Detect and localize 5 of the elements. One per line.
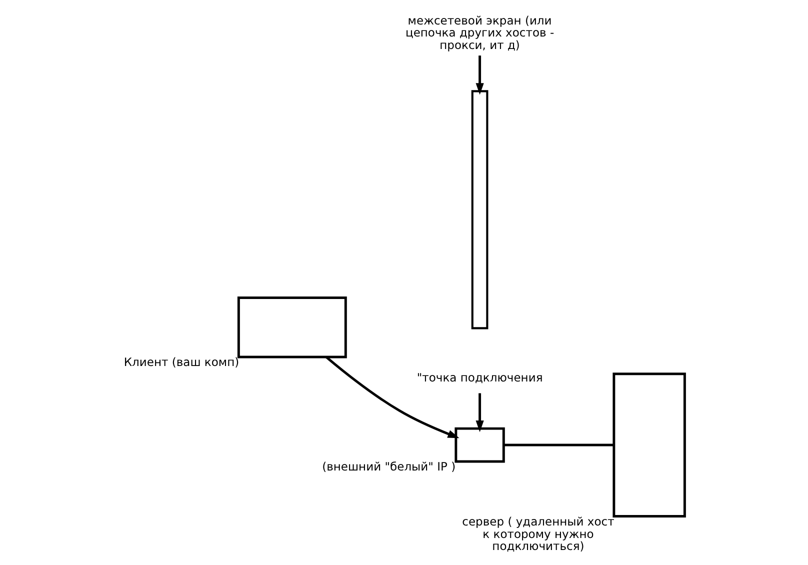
node-label: сервер ( удаленный хост к которому нужно подключиться) [462,514,614,554]
node-label: Клиент (ваш комп) [123,355,239,370]
node-text: "точка подключения [416,370,542,384]
node-label: (внешний "белый" IP ) [322,460,456,474]
node-text: межсетевой экран (или цепочка других хостов - прокси, ит д) [404,13,554,52]
